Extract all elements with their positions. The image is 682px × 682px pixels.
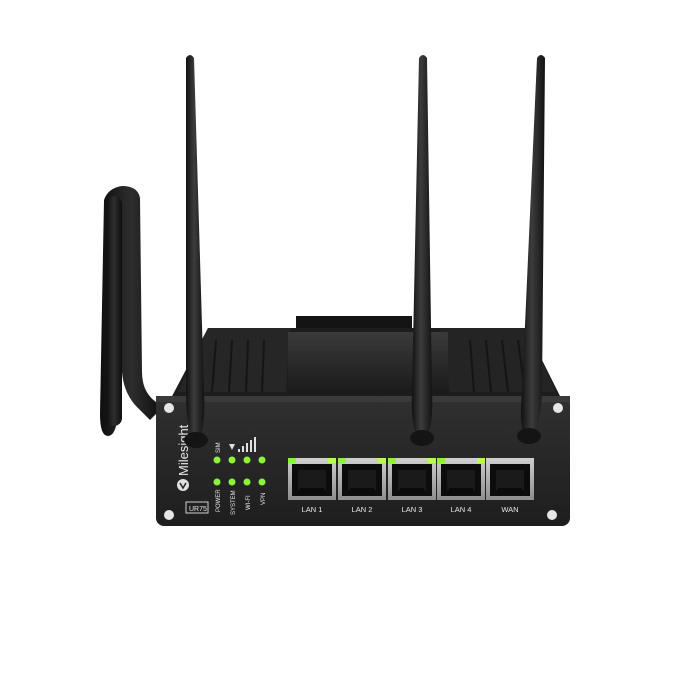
port-label-lan1: LAN 1 [302, 505, 323, 514]
router-top-heatsink [170, 316, 562, 400]
port-label-wan: WAN [501, 505, 518, 514]
port-label-lan4: LAN 4 [451, 505, 472, 514]
port-lan2: LAN 2 [338, 458, 386, 514]
wifi-antenna-left [184, 55, 208, 448]
led-vpn [258, 478, 266, 486]
port-lan4: LAN 4 [437, 458, 485, 514]
led-signal-1 [228, 456, 236, 464]
wifi-antenna-center [410, 55, 434, 446]
led-label-sim: SIM [216, 442, 222, 453]
screw-icon [553, 403, 563, 413]
brand-name: Milesight [176, 424, 191, 476]
model-label: UR75 [189, 506, 207, 513]
led-signal-3 [258, 456, 266, 464]
led-label-wifi: WI-FI [246, 495, 252, 510]
led-signal-2 [243, 456, 251, 464]
port-lan3: LAN 3 [388, 458, 436, 514]
led-label-vpn: VPN [261, 493, 267, 505]
led-panel: SIM POWER SYSTEM WI-FI VPN [213, 437, 267, 515]
port-label-lan3: LAN 3 [402, 505, 423, 514]
screw-icon [164, 510, 174, 520]
screw-icon [164, 403, 174, 413]
wifi-antenna-right [517, 55, 545, 444]
led-system [228, 478, 236, 486]
port-label-lan2: LAN 2 [352, 505, 373, 514]
port-lan1: LAN 1 [288, 458, 336, 514]
signal-strength-icon [229, 437, 256, 452]
screw-icon [547, 510, 557, 520]
lte-antenna [100, 186, 162, 436]
led-sim [213, 456, 221, 464]
ethernet-ports: LAN 1 LAN 2 LAN 3 LAN 4 [288, 458, 534, 514]
led-power [213, 478, 221, 486]
led-label-power: POWER [216, 489, 222, 512]
led-label-system: SYSTEM [231, 490, 237, 515]
port-wan: WAN [486, 458, 534, 514]
milesight-logo-icon [177, 479, 189, 491]
model-badge [185, 501, 209, 514]
led-wifi [243, 478, 251, 486]
